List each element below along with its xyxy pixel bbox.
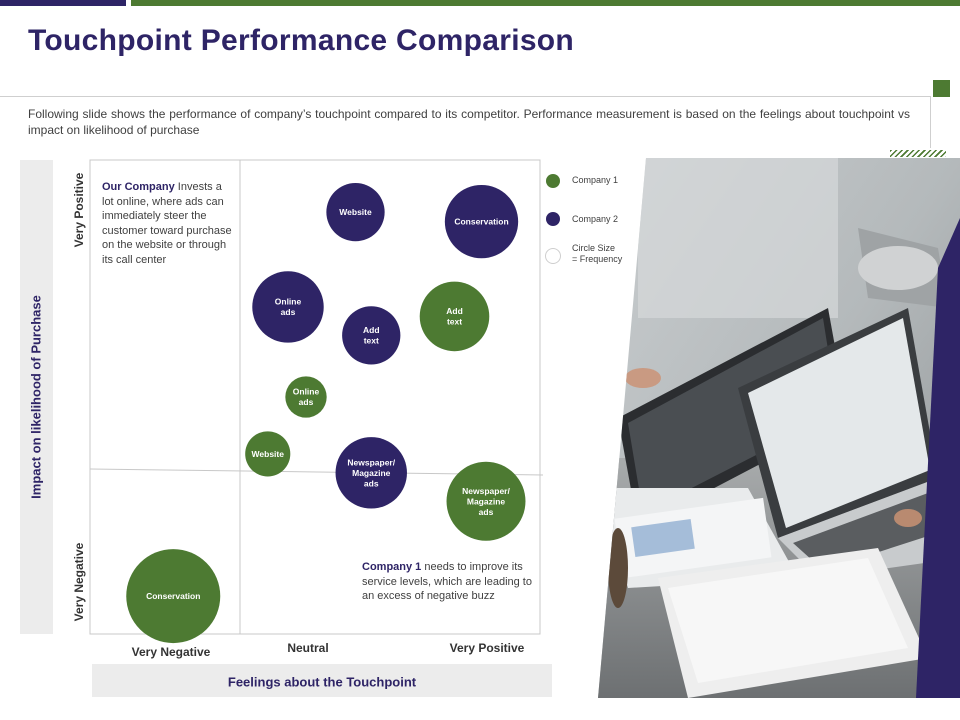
bubble-company1-newspaper-magazine-ads	[446, 461, 526, 541]
legend-company1-swatch	[546, 174, 560, 188]
x-tick-very-positive: Very Positive	[449, 641, 525, 655]
y-axis-label-band	[20, 160, 53, 634]
bubble-company2-website	[326, 183, 385, 242]
bubble-company2-conservation	[444, 184, 519, 259]
legend-company2-swatch	[546, 212, 560, 226]
legend-size-label: Circle Size= Frequency	[572, 243, 623, 264]
top-accent-bar-green	[131, 0, 960, 6]
bubble-label-company1-website: Website	[252, 449, 285, 459]
bubble-company2-add-text	[342, 306, 401, 365]
legend-company2-label: Company 2	[572, 214, 619, 224]
hatch-decoration	[890, 150, 946, 157]
bubble-company2-newspaper-magazine-ads	[335, 437, 407, 509]
note-our-company: Our Company Invests a lot online, where …	[102, 181, 232, 266]
bubble-label-company2-conservation: Conservation	[454, 217, 508, 227]
bubble-label-company1-conservation: Conservation	[146, 591, 200, 601]
bubble-company2-online-ads	[252, 271, 324, 343]
bubble-company1-add-text	[419, 281, 490, 352]
note-company-1: Company 1 needs to improve its service l…	[362, 561, 532, 602]
bubble-company1-conservation	[126, 549, 221, 644]
bubble-label-company2-website: Website	[339, 207, 372, 217]
legend-size-swatch	[545, 248, 561, 264]
corner-divider	[930, 96, 931, 148]
corner-square-decoration	[933, 80, 950, 97]
x-tick-very-negative: Very Negative	[131, 645, 211, 659]
top-accent-bar-purple	[0, 0, 126, 6]
slide-description: Following slide shows the performance of…	[28, 107, 910, 137]
x-axis-label-band	[92, 664, 552, 697]
bubble-company1-website	[245, 431, 291, 477]
laptop-desk-photo	[598, 158, 960, 698]
bubble-company1-online-ads	[285, 376, 327, 418]
legend-company1-label: Company 1	[572, 175, 619, 185]
x-tick-neutral: Neutral	[287, 641, 329, 655]
page-title: Touchpoint Performance Comparison	[28, 24, 575, 57]
title-divider	[0, 96, 930, 97]
x-axis-label: Feelings about the Touchpoint	[227, 674, 417, 690]
